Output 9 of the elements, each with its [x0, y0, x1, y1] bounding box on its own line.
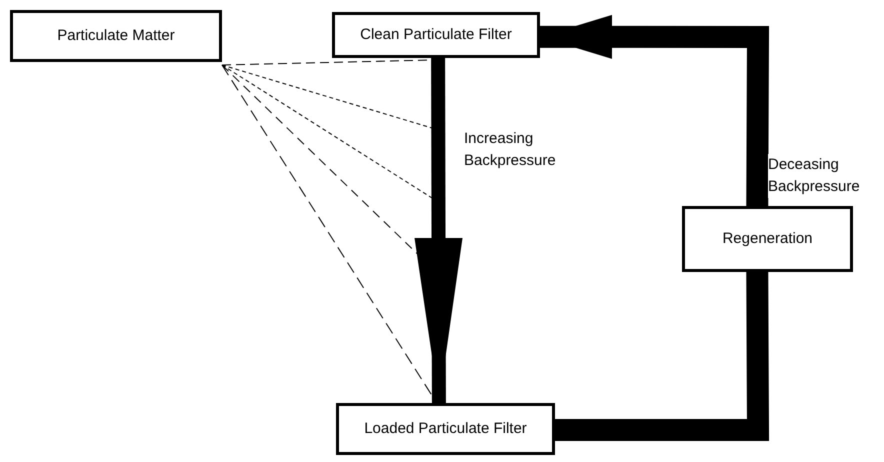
dashed-line [222, 64, 432, 128]
process-box: Regeneration [682, 206, 853, 272]
arrow [540, 14, 770, 206]
process-box: Loaded Particulate Filter [336, 403, 555, 455]
arrow [414, 58, 463, 404]
dashed-line [222, 64, 432, 198]
process-box: Clean Particulate Filter [332, 12, 540, 58]
process-box: Particulate Matter [10, 10, 222, 62]
connector-line [555, 272, 770, 442]
